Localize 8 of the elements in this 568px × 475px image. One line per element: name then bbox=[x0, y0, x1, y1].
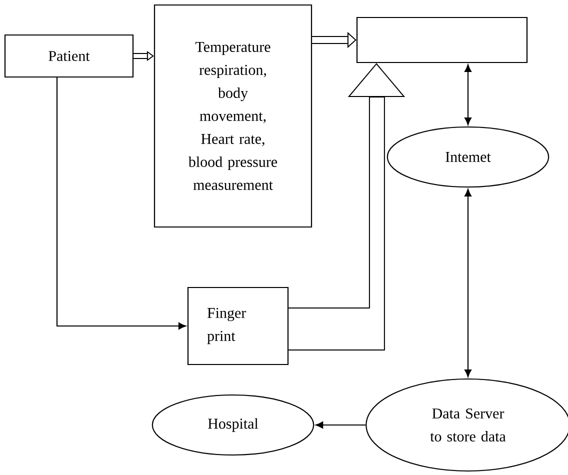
arrow bbox=[464, 64, 472, 126]
box-name: Patient bbox=[4, 34, 134, 78]
arrow bbox=[56, 78, 186, 330]
arrow bbox=[316, 422, 366, 428]
arrow bbox=[464, 188, 472, 378]
empty-box bbox=[356, 16, 528, 64]
process-box: Temperature respiration, body movement, Heart rate, blood pressure measurement bbox=[154, 4, 312, 228]
process-box: Finger print bbox=[187, 286, 289, 366]
